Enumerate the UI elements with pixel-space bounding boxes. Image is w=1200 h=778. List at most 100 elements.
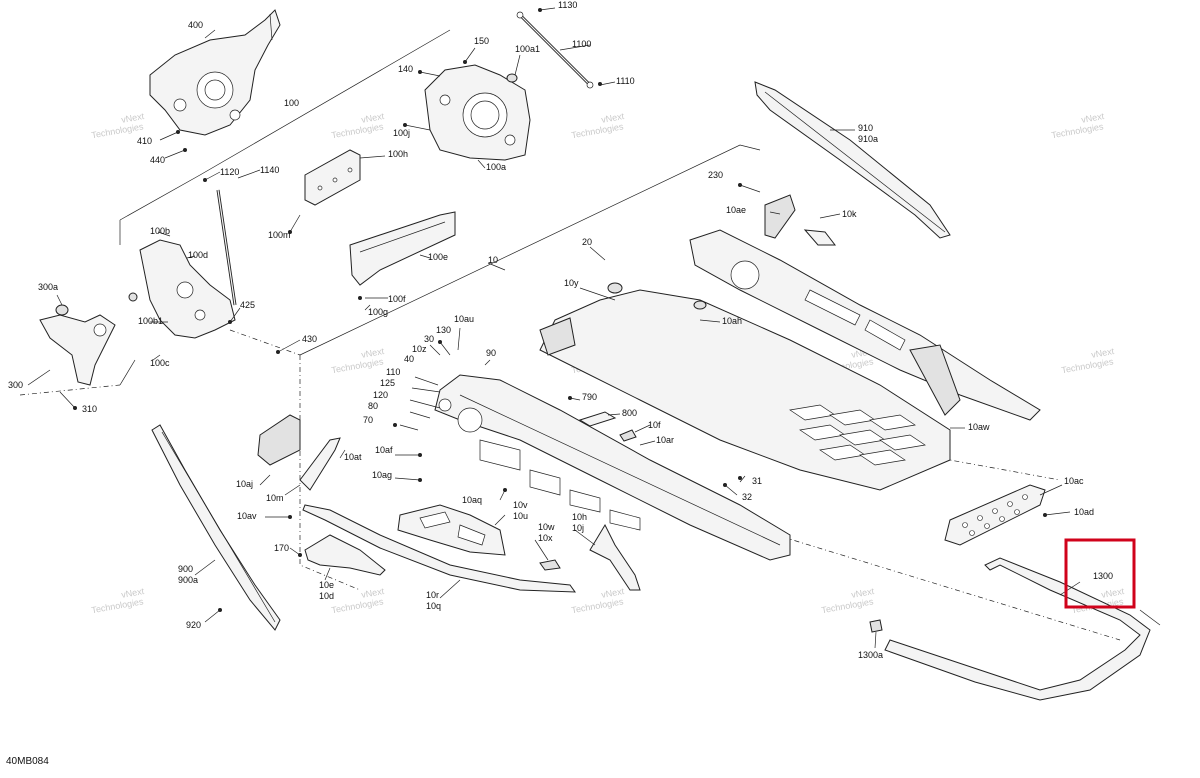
watermark-text: vNextTechnologies [329, 586, 387, 615]
callout-10w: 10w [538, 522, 555, 532]
callout-10j: 10j [572, 523, 584, 533]
part-100b-column [128, 239, 236, 339]
callout-10y: 10y [564, 278, 579, 288]
part-10ah-side [689, 229, 1041, 421]
part-10y-tunnel-top [539, 282, 951, 491]
callout-10m: 10m [266, 493, 284, 503]
part-100h-plate [304, 149, 361, 206]
callout-10aq: 10aq [462, 495, 482, 505]
callout-100c: 100c [150, 358, 170, 368]
part-10aq-frame [397, 504, 506, 556]
part-100e-bracket [349, 211, 456, 286]
watermark-text: vNextTechnologies [329, 346, 387, 375]
callout-410: 410 [137, 136, 152, 146]
callout-100b1: 100b1 [138, 316, 163, 326]
callout-230: 230 [708, 170, 723, 180]
part-900-bumper [151, 424, 281, 631]
callout-430: 430 [302, 334, 317, 344]
part-10ae-bracket [764, 194, 796, 239]
part-10ac-flap [944, 484, 1046, 546]
callout-10h: 10h [572, 512, 587, 522]
part-800-plate [578, 411, 637, 442]
part-10-tunnel [434, 374, 791, 561]
part-10k-clip [803, 229, 837, 246]
watermark-text: vNextTechnologies [1049, 111, 1107, 140]
fastener-dots [73, 8, 1047, 612]
callout-100j: 100j [393, 128, 410, 138]
callout-10av: 10av [237, 511, 257, 521]
callout-10af: 10af [375, 445, 393, 455]
callout-800: 800 [622, 408, 637, 418]
callout-150: 150 [474, 36, 489, 46]
callout-110: 110 [386, 367, 400, 377]
callout-10aw: 10aw [968, 422, 990, 432]
callout-10k: 10k [842, 209, 857, 219]
callout-100d: 100d [188, 250, 208, 260]
watermark-text: vNextTechnologies [569, 586, 627, 615]
callout-140: 140 [398, 64, 413, 74]
part-10aj-vent [257, 414, 301, 466]
tunnel-cooling-slots [789, 404, 926, 466]
callout-1140: 1140 [260, 165, 279, 175]
callout-100: 100 [284, 98, 299, 108]
callout-1110: 1110 [616, 76, 635, 86]
part-100a-column [424, 64, 531, 161]
callout-900a: 900a [178, 575, 198, 585]
callout-100f: 100f [388, 294, 406, 304]
callout-10ag: 10ag [372, 470, 392, 480]
watermark-text: vNextTechnologies [569, 111, 627, 140]
part-10e-bracket [304, 534, 386, 576]
callout-100a: 100a [486, 162, 506, 172]
callout-40: 40 [404, 354, 414, 364]
callout-910a: 910a [858, 134, 878, 144]
callout-10: 10 [488, 255, 498, 265]
callout-10ah: 10ah [722, 316, 742, 326]
watermark-text: vNextTechnologies [329, 111, 387, 140]
callout-80: 80 [368, 401, 378, 411]
watermark-text: vNextTechnologies [819, 586, 877, 615]
callout-120: 120 [373, 390, 388, 400]
diagram-code: 40MB084 [6, 756, 49, 767]
part-1100-rod [516, 11, 594, 89]
watermark-text: vNextTechnologies [89, 586, 147, 615]
callout-100h: 100h [388, 149, 408, 159]
callout-32: 32 [742, 492, 752, 502]
callout-1100: 1100 [572, 39, 591, 49]
callout-10at: 10at [344, 452, 362, 462]
callout-300a: 300a [38, 282, 58, 292]
callout-910: 910 [858, 123, 873, 133]
callout-10aj: 10aj [236, 479, 253, 489]
callout-31: 31 [752, 476, 762, 486]
part-400-bulkhead [149, 9, 281, 136]
callout-10u: 10u [513, 511, 528, 521]
callout-labels: 1130 1100 1110 100a1 150 140 100 400 410… [8, 0, 1113, 660]
callout-10ar: 10ar [656, 435, 674, 445]
part-1120-rod [216, 189, 237, 306]
callout-10au: 10au [454, 314, 474, 324]
callout-1300: 1300 [1093, 571, 1113, 581]
subassembly-outlines [19, 29, 1161, 641]
callout-100m: 100m [268, 230, 291, 240]
callout-125: 125 [380, 378, 395, 388]
callout-30: 30 [424, 334, 434, 344]
callout-10z: 10z [412, 344, 427, 354]
callout-900: 900 [178, 564, 193, 574]
part-10w-pad [539, 559, 561, 571]
callout-300: 300 [8, 380, 23, 390]
callout-10v: 10v [513, 500, 528, 510]
callout-1130: 1130 [558, 0, 577, 10]
callout-10q: 10q [426, 601, 441, 611]
callout-100g: 100g [368, 307, 388, 317]
callout-790: 790 [582, 392, 597, 402]
callout-310: 310 [82, 404, 97, 414]
callout-10f: 10f [648, 420, 661, 430]
callout-100a1: 100a1 [515, 44, 540, 54]
callout-920: 920 [186, 620, 201, 630]
highlight-box-1300[interactable] [1064, 538, 1136, 609]
watermark-text: vNextTechnologies [1059, 346, 1117, 375]
callout-1300a: 1300a [858, 650, 883, 660]
callout-1120: 1120 [220, 167, 239, 177]
callout-70: 70 [363, 415, 373, 425]
part-1300-rear-bumper [884, 557, 1151, 701]
